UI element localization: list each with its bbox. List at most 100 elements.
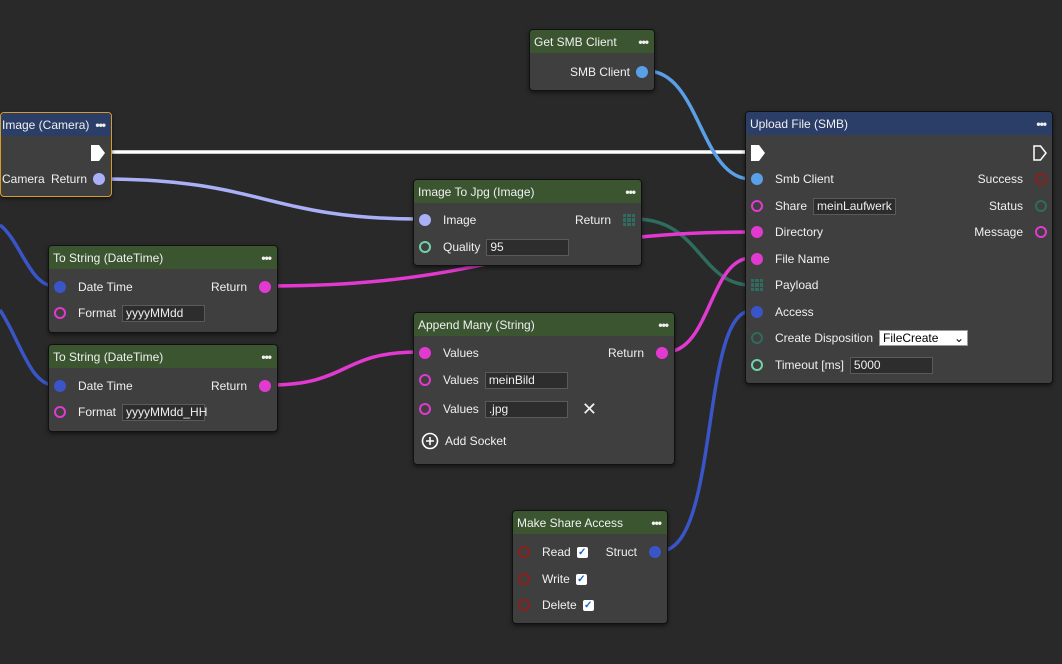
access-socket[interactable] (751, 306, 763, 318)
timeout-input[interactable]: 5000 (849, 356, 933, 374)
format-socket[interactable] (54, 406, 66, 418)
create-disposition-label: Create Disposition (775, 331, 874, 345)
chevron-down-icon: ⌄ (953, 331, 965, 345)
menu-icon[interactable]: ••• (651, 515, 662, 530)
file-name-socket[interactable] (751, 253, 763, 265)
node-title: Make Share Access (517, 515, 624, 530)
format-socket[interactable] (54, 307, 66, 319)
write-socket[interactable] (518, 573, 530, 585)
menu-icon[interactable]: ••• (625, 184, 636, 199)
exec-out-icon[interactable] (91, 145, 105, 161)
status-socket[interactable] (1035, 200, 1047, 212)
menu-icon[interactable]: ••• (95, 117, 106, 132)
timeout-label: Timeout [ms] (775, 358, 844, 372)
node-title: Get SMB Client (534, 34, 617, 49)
image-socket[interactable] (419, 214, 431, 226)
node-title: Append Many (String) (418, 317, 535, 332)
menu-icon[interactable]: ••• (1036, 116, 1047, 131)
node-image-camera[interactable]: Image (Camera)••• Camera Return (0, 112, 112, 197)
timeout-socket[interactable] (751, 359, 763, 371)
node-title: Image (Camera) (2, 117, 90, 132)
access-label: Access (775, 305, 814, 319)
return-socket[interactable] (656, 347, 668, 359)
camera-label: Camera (2, 172, 45, 186)
format-input[interactable]: yyyyMMdd_HH (122, 403, 207, 421)
exec-in-icon[interactable] (751, 145, 765, 161)
format-input[interactable]: yyyyMMdd (122, 304, 206, 322)
read-checkbox[interactable]: ✓ (576, 546, 588, 558)
node-image-to-jpg[interactable]: Image To Jpg (Image)••• Image Return Qua… (413, 179, 642, 266)
wire-smb-client (646, 69, 752, 181)
node-to-string-2[interactable]: To String (DateTime)••• Date Time Return… (48, 344, 278, 432)
read-socket[interactable] (518, 546, 530, 558)
format-label: Format (78, 405, 117, 419)
write-checkbox[interactable]: ✓ (575, 573, 587, 585)
wire-filename (665, 256, 752, 354)
node-title: Image To Jpg (Image) (418, 184, 535, 199)
return-label: Return (210, 379, 247, 393)
return-socket[interactable] (259, 281, 271, 293)
share-input[interactable]: meinLaufwerk (813, 197, 897, 215)
file-name-label: File Name (775, 252, 830, 266)
menu-icon[interactable]: ••• (638, 34, 649, 49)
payload-socket-grid-icon[interactable] (751, 279, 763, 291)
return-label: Return (574, 213, 611, 227)
node-title: Upload File (SMB) (750, 116, 849, 131)
return-label: Return (210, 280, 247, 294)
smb-client-socket[interactable] (751, 173, 763, 185)
node-make-share-access[interactable]: Make Share Access••• Read✓ Struct Write✓… (512, 510, 668, 624)
values-label: Values (443, 346, 479, 360)
selected-value: FileCreate (883, 331, 939, 345)
menu-icon[interactable]: ••• (658, 317, 669, 332)
smb-client-label: SMB Client (569, 65, 630, 79)
node-get-smb-client[interactable]: Get SMB Client ••• SMB Client (529, 29, 655, 91)
values-input-3[interactable]: .jpg (484, 400, 568, 418)
wire-values (268, 350, 419, 387)
smb-client-label: Smb Client (775, 172, 834, 186)
directory-socket[interactable] (751, 226, 763, 238)
delete-label: Delete (542, 598, 577, 612)
create-disposition-socket[interactable] (751, 332, 763, 344)
wire-payload (634, 217, 752, 287)
quality-input[interactable]: 95 (486, 238, 570, 256)
directory-label: Directory (775, 225, 824, 239)
delete-checkbox[interactable]: ✓ (582, 599, 594, 611)
delete-socket[interactable] (518, 599, 530, 611)
exec-out-icon[interactable] (1033, 145, 1047, 161)
share-label: Share (775, 199, 808, 213)
write-label: Write (542, 572, 570, 586)
add-socket-button[interactable]: Add Socket (445, 434, 507, 448)
date-time-socket[interactable] (54, 380, 66, 392)
quality-socket[interactable] (419, 241, 431, 253)
values-label: Values (443, 373, 479, 387)
remove-socket-icon[interactable]: ✕ (581, 398, 597, 419)
return-socket-grid-icon[interactable] (623, 214, 635, 226)
status-label: Status (988, 199, 1023, 213)
create-disposition-select[interactable]: FileCreate ⌄ (879, 330, 969, 346)
menu-icon[interactable]: ••• (261, 349, 272, 364)
share-socket[interactable] (751, 200, 763, 212)
return-socket[interactable] (93, 173, 105, 185)
date-time-socket[interactable] (54, 281, 66, 293)
node-to-string-1[interactable]: To String (DateTime)••• Date Time Return… (48, 245, 278, 333)
values-socket-1[interactable] (419, 347, 431, 359)
node-upload-file[interactable]: Upload File (SMB) ••• Smb Client Share mei… (745, 111, 1053, 384)
add-circle-icon[interactable] (421, 432, 439, 450)
payload-label: Payload (775, 278, 819, 292)
values-socket-3[interactable] (419, 403, 431, 415)
wire-access (659, 309, 752, 553)
wire-datetime-2 (0, 309, 55, 387)
return-label: Return (607, 346, 644, 360)
struct-socket[interactable] (649, 546, 661, 558)
message-label: Message (974, 225, 1023, 239)
values-socket-2[interactable] (419, 374, 431, 386)
menu-icon[interactable]: ••• (261, 250, 272, 265)
message-socket[interactable] (1035, 226, 1047, 238)
values-input-2[interactable]: meinBild (484, 371, 568, 389)
date-time-label: Date Time (78, 280, 133, 294)
date-time-label: Date Time (78, 379, 133, 393)
node-append-many[interactable]: Append Many (String) ••• Values Return Va… (413, 312, 675, 465)
smb-client-socket[interactable] (636, 66, 648, 78)
return-socket[interactable] (259, 380, 271, 392)
success-socket[interactable] (1035, 173, 1047, 185)
